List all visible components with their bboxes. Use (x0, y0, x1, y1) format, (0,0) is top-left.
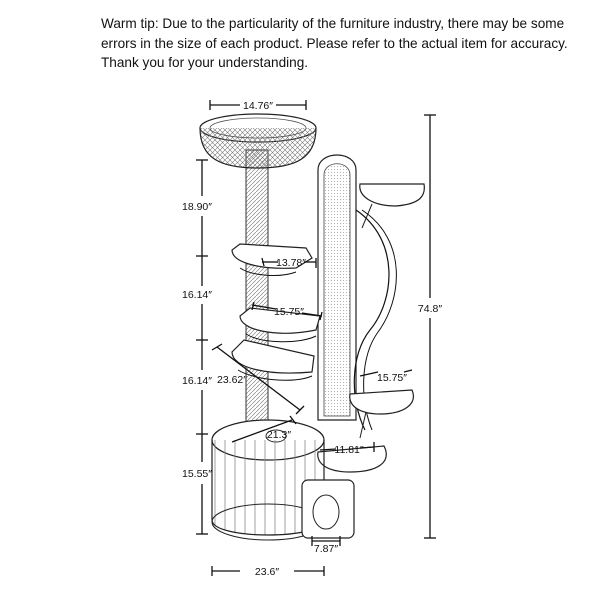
label-base-height: 15.55″ (182, 468, 212, 480)
label-bowl-width: 14.76″ (243, 100, 273, 112)
label-small-step: 11.81″ (334, 444, 363, 456)
label-diagonal: 23.62″ (217, 374, 247, 386)
platform-top-right (359, 183, 425, 229)
platform-right-mid (349, 389, 414, 439)
label-base-diameter: 21.3″ (267, 429, 291, 441)
dimension-lines (196, 100, 436, 576)
dimension-labels: 14.76″ 74.8″ 18.90″ 16.14″ 16.14″ 15.55″… (182, 100, 442, 578)
label-platform-mid: 15.75″ (274, 306, 304, 318)
label-door-width: 7.87″ (314, 543, 338, 555)
label-right-platform: 15.75″ (377, 372, 407, 384)
label-mid-upper-height: 16.14″ (182, 289, 212, 301)
label-top-post-height: 18.90″ (182, 201, 212, 213)
scratch-board (317, 154, 357, 421)
label-platform-upper: 13.78″ (276, 257, 306, 269)
label-mid-lower-height: 16.14″ (182, 375, 212, 387)
platform-lower-left (231, 339, 315, 381)
platform-mid-left (239, 307, 321, 343)
base-drum (211, 419, 355, 541)
platform-upper-left (231, 243, 313, 276)
sisal-post (245, 149, 269, 441)
cat-tree-illustration (199, 113, 425, 541)
label-base-width: 23.6″ (255, 566, 279, 578)
label-total-height: 74.8″ (418, 303, 442, 315)
top-bowl (199, 113, 317, 169)
warm-tip-text: Warm tip: Due to the particularity of th… (101, 16, 568, 71)
